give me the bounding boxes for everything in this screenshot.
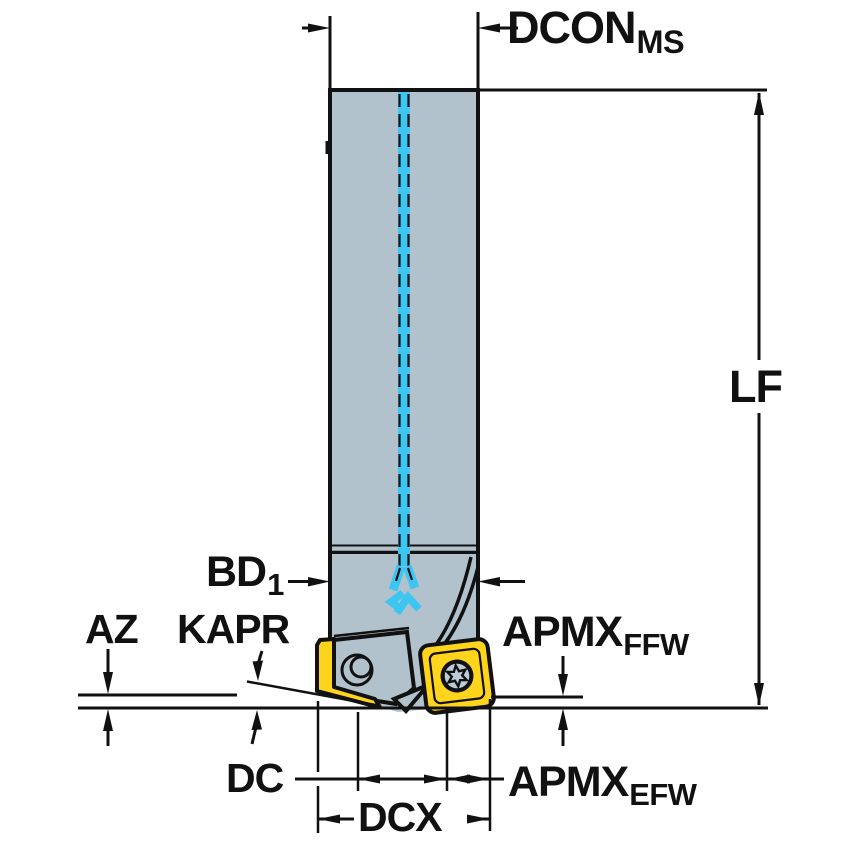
label-lf: LF <box>729 361 783 412</box>
shank-tick-marks <box>325 111 480 154</box>
insert-left <box>315 637 382 710</box>
apmx-efw-arrow-right <box>467 774 489 784</box>
tip-wedge <box>390 683 430 714</box>
axis-fork-dash-right <box>406 567 414 581</box>
bd1-arrow-left <box>308 577 330 587</box>
cartridge-top-line <box>333 626 410 638</box>
az-arrow-top <box>103 672 113 694</box>
label-az: AZ <box>85 606 139 652</box>
dcx-arrow-left <box>318 814 340 824</box>
apmx-efw-arrow-left <box>448 774 470 784</box>
label-kapr: KAPR <box>177 606 290 652</box>
dimension-graphics <box>78 12 768 833</box>
insert-right <box>418 637 496 715</box>
dcon-arrow-left <box>308 23 330 33</box>
apmx-ffw-arrow-bottom <box>558 708 568 730</box>
rotation-axis-centerline <box>384 92 422 616</box>
dc-arrow-left <box>358 774 380 784</box>
axis-fork-dash-left <box>394 567 402 582</box>
kapr-arrow-top <box>252 660 263 681</box>
dcx-arrow-right <box>467 814 489 824</box>
torx-screw-icon <box>440 659 474 693</box>
kapr-arrow-bottom <box>251 710 262 730</box>
insert-right-inner-edge <box>428 647 486 705</box>
kapr-arrow-stem-bottom <box>250 726 258 745</box>
axis-band <box>398 92 410 566</box>
label-dc: DC <box>226 755 284 801</box>
kapr-angle-line <box>246 680 382 708</box>
az-arrow-bottom <box>103 709 113 731</box>
dcon-arrow-right <box>478 23 500 33</box>
lf-arrow-bottom <box>754 683 764 706</box>
axis-arrow-chevron-up <box>393 590 422 616</box>
label-bd1: BD1 <box>206 548 284 603</box>
label-apmx-ffw: APMXFFW <box>502 608 689 663</box>
label-dcon-ms: DCONMS <box>507 2 685 60</box>
dc-arrow-right <box>424 774 446 784</box>
label-dcx: DCX <box>358 794 443 840</box>
bd1-arrow-right <box>478 577 500 587</box>
lf-arrow-top <box>754 92 764 115</box>
dcon-extension-lines <box>328 12 480 88</box>
screw-hole-bore-icon <box>349 655 373 679</box>
label-apmx-efw: APMXEFW <box>508 758 697 813</box>
apmx-ffw-arrow-top <box>558 674 568 696</box>
